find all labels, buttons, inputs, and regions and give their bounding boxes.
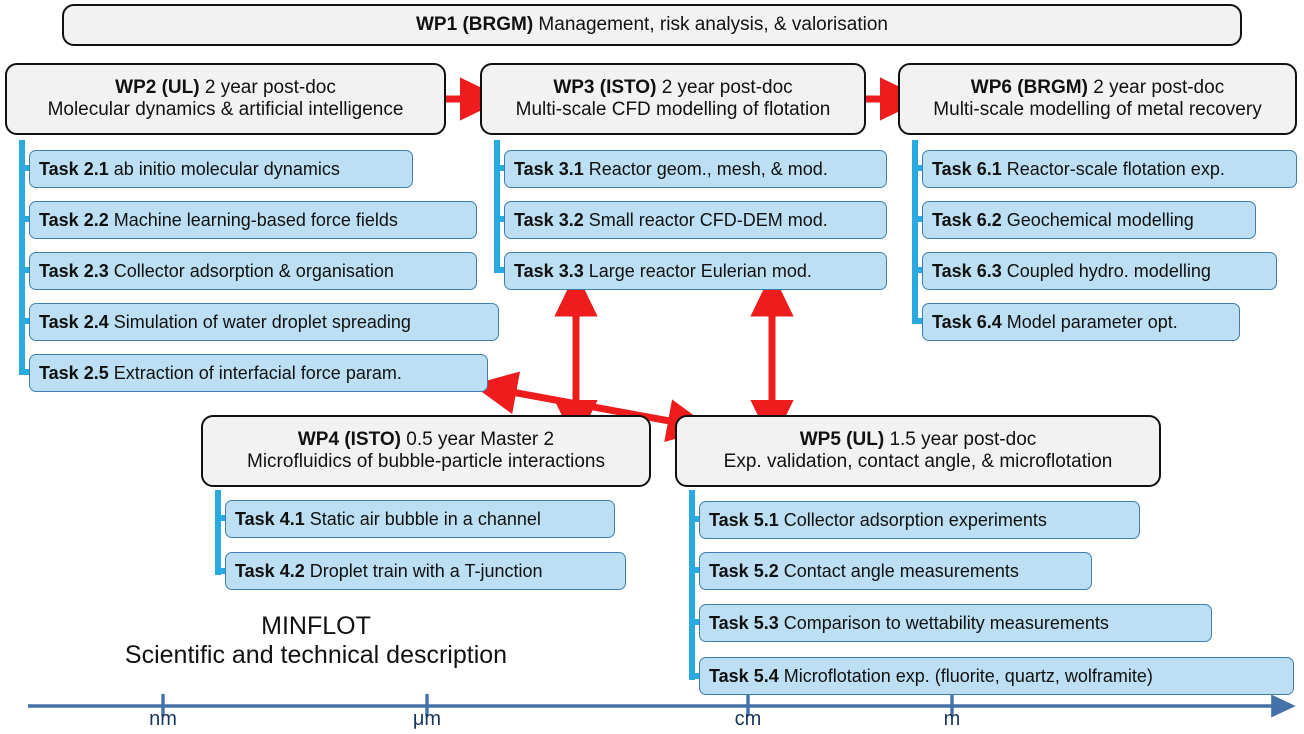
- wp3-subtitle: Multi-scale CFD modelling of flotation: [515, 99, 831, 120]
- project-title: MINFLOT Scientific and technical descrip…: [36, 612, 596, 669]
- wp-box-wp4[interactable]: WP4 (ISTO) 0.5 year Master 2 Microfluidi…: [201, 415, 651, 487]
- task-6-2-label: Geochemical modelling: [1006, 209, 1194, 230]
- axis-label-um: μm: [412, 708, 442, 730]
- task-6-2-number: Task 6.2: [932, 209, 1002, 230]
- task-2-2-label: Machine learning-based force fields: [113, 209, 398, 230]
- wp2-duration: 2 year post-doc: [199, 76, 336, 98]
- task-3-3-number: Task 3.3: [514, 260, 584, 281]
- task-5-1-number: Task 5.1: [709, 509, 779, 530]
- task-2-4-number: Task 2.4: [39, 311, 109, 332]
- task-5-2-number: Task 5.2: [709, 560, 779, 581]
- task-2-4-label: Simulation of water droplet spreading: [113, 311, 411, 332]
- wp-box-wp5[interactable]: WP5 (UL) 1.5 year post-doc Exp. validati…: [675, 415, 1161, 487]
- wp6-title-line: WP6 (BRGM) 2 year post-doc: [971, 77, 1224, 99]
- wp2-subtitle: Molecular dynamics & artificial intellig…: [47, 99, 404, 120]
- wp-box-wp2[interactable]: WP2 (UL) 2 year post-doc Molecular dynam…: [5, 63, 446, 135]
- wp2-code: WP2 (UL): [115, 76, 200, 98]
- wp4-title-line: WP4 (ISTO) 0.5 year Master 2: [298, 429, 554, 451]
- wp5-code: WP5 (UL): [799, 428, 885, 450]
- wp4-subtitle: Microfluidics of bubble-particle interac…: [247, 451, 605, 472]
- task-6-3-label: Coupled hydro. modelling: [1006, 260, 1211, 281]
- task-2-5-number: Task 2.5: [39, 362, 109, 383]
- project-name: MINFLOT: [261, 612, 371, 640]
- task-3-1-label: Reactor geom., mesh, & mod.: [588, 158, 828, 179]
- wp1-desc: Management, risk analysis, & valorisatio…: [533, 13, 888, 35]
- wp3-duration: 2 year post-doc: [656, 76, 793, 98]
- task-4-2-label: Droplet train with a T-junction: [309, 560, 543, 581]
- wp3-code: WP3 (ISTO): [553, 76, 657, 98]
- wp-box-wp1[interactable]: WP1 (BRGM) Management, risk analysis, & …: [62, 4, 1242, 46]
- wp6-subtitle: Multi-scale modelling of metal recovery: [933, 99, 1262, 120]
- wp6-duration: 2 year post-doc: [1087, 76, 1225, 98]
- wp1-title-line: WP1 (BRGM) Management, risk analysis, & …: [416, 14, 888, 36]
- task-3-2-number: Task 3.2: [514, 209, 584, 230]
- task-5-3-number: Task 5.3: [709, 612, 779, 633]
- wp5-duration: 1.5 year post-doc: [884, 428, 1037, 450]
- wp-box-wp3[interactable]: WP3 (ISTO) 2 year post-doc Multi-scale C…: [480, 63, 866, 135]
- task-6-1-number: Task 6.1: [932, 158, 1002, 179]
- task-3-1-number: Task 3.1: [514, 158, 584, 179]
- task-4-1-number: Task 4.1: [235, 508, 305, 529]
- task-2-5-label: Extraction of interfacial force param.: [113, 362, 402, 383]
- task-2-2-number: Task 2.2: [39, 209, 109, 230]
- task-5-4-number: Task 5.4: [709, 665, 779, 686]
- task-5-4-label: Microflotation exp. (fluorite, quartz, w…: [783, 665, 1153, 686]
- wp6-code: WP6 (BRGM): [970, 76, 1088, 98]
- wp1-code: WP1 (BRGM): [416, 13, 534, 35]
- task-5-1-label: Collector adsorption experiments: [783, 509, 1047, 530]
- wp5-subtitle: Exp. validation, contact angle, & microf…: [723, 451, 1113, 472]
- task-2-3-number: Task 2.3: [39, 260, 109, 281]
- task-4-2-number: Task 4.2: [235, 560, 305, 581]
- wp5-title-line: WP5 (UL) 1.5 year post-doc: [800, 429, 1037, 451]
- wp-box-wp6[interactable]: WP6 (BRGM) 2 year post-doc Multi-scale m…: [898, 63, 1297, 135]
- axis-label-nm: nm: [149, 708, 177, 730]
- task-6-1-label: Reactor-scale flotation exp.: [1006, 158, 1225, 179]
- task-6-4-label: Model parameter opt.: [1006, 311, 1178, 332]
- axis-label-cm: cm: [734, 708, 762, 730]
- task-5-3-label: Comparison to wettability measurements: [783, 612, 1109, 633]
- project-subtitle: Scientific and technical description: [124, 640, 508, 669]
- task-2-1-number: Task 2.1: [39, 158, 109, 179]
- axis-label-m: m: [943, 708, 961, 730]
- task-5-2-label: Contact angle measurements: [783, 560, 1019, 581]
- wp4-duration: 0.5 year Master 2: [400, 428, 555, 450]
- task-3-3-label: Large reactor Eulerian mod.: [588, 260, 812, 281]
- task-2-3-label: Collector adsorption & organisation: [113, 260, 394, 281]
- task-4-1-label: Static air bubble in a channel: [309, 508, 541, 529]
- task-6-4-number: Task 6.4: [932, 311, 1002, 332]
- task-3-2-label: Small reactor CFD-DEM mod.: [588, 209, 828, 230]
- task-6-3-number: Task 6.3: [932, 260, 1002, 281]
- wp2-title-line: WP2 (UL) 2 year post-doc: [115, 77, 336, 99]
- task-2-1-label: ab initio molecular dynamics: [113, 158, 340, 179]
- scale-axis: [28, 694, 1296, 718]
- wp4-code: WP4 (ISTO): [297, 428, 401, 450]
- wp3-title-line: WP3 (ISTO) 2 year post-doc: [553, 77, 792, 99]
